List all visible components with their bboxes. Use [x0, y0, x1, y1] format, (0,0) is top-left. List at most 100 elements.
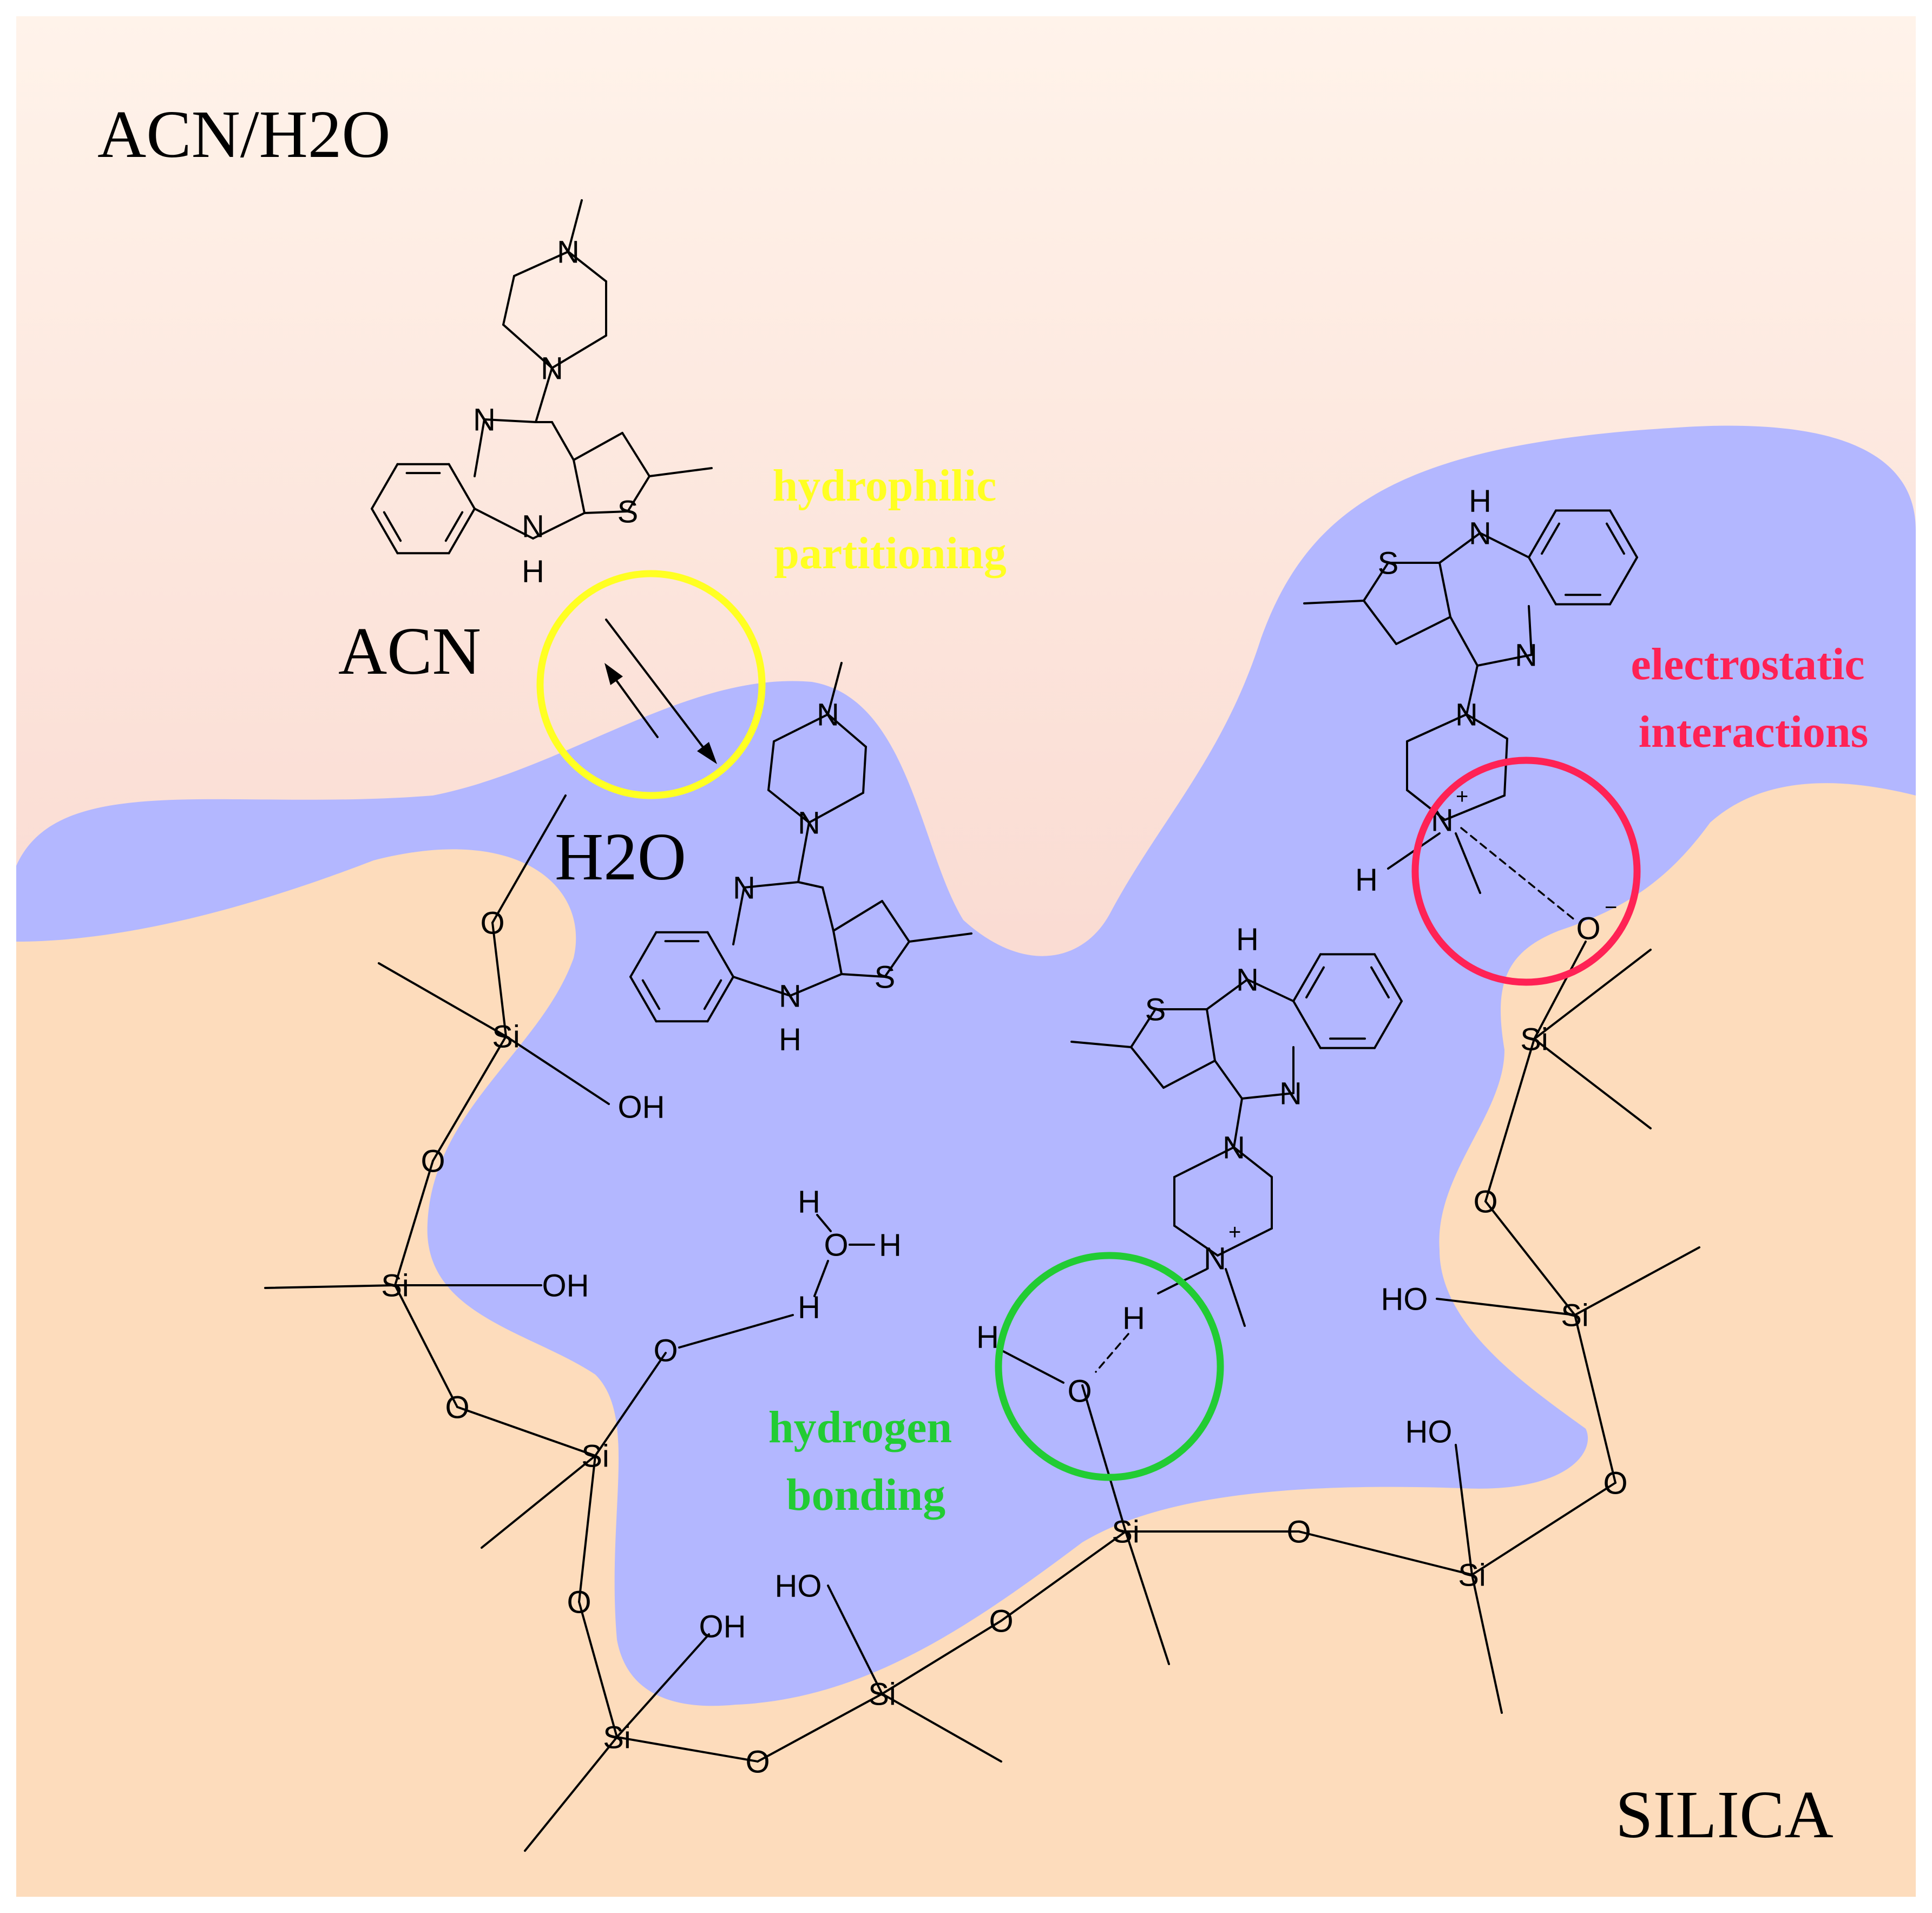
molecule3-n-methyl-bond	[1455, 832, 1481, 894]
molecule4-amine-n: N	[1236, 962, 1259, 997]
molecule2-amine-h: H	[779, 1022, 801, 1057]
silica-silanol-oh: OH	[542, 1268, 589, 1303]
silica-o-si-bond	[1298, 1530, 1473, 1576]
silica-silanol-bond	[1436, 1298, 1576, 1316]
silica-surface-oxygen: O	[1067, 1373, 1092, 1409]
acn-label: ACN	[338, 614, 481, 689]
silica-methyl-bond	[524, 1736, 618, 1852]
molecule4-piperazinium-n: N	[1204, 1241, 1226, 1276]
molecule3-diazepine-ring	[1438, 562, 1451, 618]
molecule1-methyl-bond	[648, 467, 713, 477]
atom-labels: NNHSNNNNHSNNNHNSNN+HNHNSNN+HOHHHOSiOHOSi…	[381, 234, 1627, 1779]
molecule2-diazepine-ring	[789, 973, 843, 997]
silica-bridging-oxygen: O	[989, 1603, 1013, 1639]
molecule2-diazepine-ring	[743, 881, 799, 889]
molecule2-piperazine-n4: N	[817, 697, 839, 732]
water-oh-bond	[816, 1214, 832, 1232]
molecule4-diazepine-ring	[1246, 978, 1294, 1002]
silica-si-o-bond	[616, 1736, 759, 1763]
molecule1-benzene-ring-double	[383, 511, 402, 542]
silica-si-o-bond	[394, 1284, 458, 1408]
molecule4-n-methyl-bond	[1225, 1268, 1246, 1327]
silica-bridging-oxygen: O	[1603, 1465, 1627, 1501]
molecule2-imine-n: N	[733, 870, 755, 905]
silica-silicon-atom: Si	[381, 1268, 409, 1303]
molecule3-benzene-ring	[1528, 556, 1557, 606]
molecule3-benzene-ring	[1528, 509, 1557, 558]
silica-si-o-bond	[881, 1620, 1002, 1695]
molecule2-diazepine-ring	[732, 976, 791, 997]
molecule1-piperazine-ring	[502, 275, 515, 326]
molecule3-piperazine-ring	[1466, 713, 1508, 740]
molecule1-diazepine-ring	[474, 418, 485, 477]
silica-o-si-bond	[394, 1160, 434, 1286]
silica-o-si-bond	[578, 1601, 618, 1738]
molecule4-piperazine-ring	[1173, 1225, 1219, 1257]
silica-silanol-ho: HO	[1405, 1414, 1453, 1449]
molecule2-diazepine-ring	[797, 881, 824, 889]
silica-label: SILICA	[1615, 1778, 1834, 1852]
silica-bridging-oxygen: O	[1286, 1514, 1311, 1549]
molecule3-diazepine-ring	[1528, 605, 1533, 656]
water-oh-bond	[813, 1260, 829, 1297]
silica-si-o-bond	[1471, 1482, 1616, 1576]
molecule1-benzene-ring	[448, 463, 476, 510]
h2o-label: H2O	[555, 820, 686, 895]
molecule2-amine-n: N	[779, 978, 801, 1014]
molecule2-benzene-ring	[706, 931, 734, 978]
water-oxygen: O	[824, 1227, 848, 1263]
molecule3-diazepine-ring	[1449, 616, 1478, 667]
silica-bridging-oxygen: O	[1473, 1184, 1497, 1219]
molecule2-benzene-ring	[706, 976, 734, 1023]
silica-si-o-bond	[432, 1035, 507, 1162]
molecule4-positive-charge: +	[1228, 1220, 1241, 1244]
molecular-bonds	[264, 199, 1700, 1852]
molecule4-benzene-ring-double	[1370, 966, 1390, 999]
silica-silanol-bond	[616, 1633, 710, 1738]
water-hydrogen-bottom: H	[798, 1290, 820, 1325]
hydrophilic-partitioning-label: hydrophilic partitioning	[773, 461, 1008, 578]
hydrophilic-partitioning-circle	[536, 570, 766, 799]
silica-si-o-bond	[1081, 1384, 1127, 1533]
molecule2-benzene-ring	[629, 976, 658, 1023]
molecule4-amine-h: H	[1236, 922, 1259, 957]
silica-silanol-ho: HO	[775, 1568, 822, 1603]
molecule4-piperazine-n1: N	[1223, 1130, 1245, 1165]
silica-silicon-atom: Si	[1458, 1557, 1486, 1593]
silica-bridging-oxygen: O	[445, 1390, 469, 1425]
molecule3-positive-charge: +	[1456, 785, 1468, 808]
silica-siloxide-oxygen: O	[1576, 911, 1600, 946]
molecule4-methyl-bond	[1070, 1041, 1132, 1048]
silica-silicon-atom: Si	[581, 1438, 609, 1474]
silica-si-ob-bond	[1533, 941, 1587, 1040]
silica-surface-bond	[491, 794, 567, 924]
silica-o-si-bond	[1484, 1038, 1535, 1202]
molecule1-benzene-ring-double	[444, 511, 464, 542]
silica-o-si-bond	[1574, 1314, 1616, 1484]
water-hydrogen-right: H	[879, 1227, 902, 1263]
molecule4-piperazine-ring	[1233, 1146, 1273, 1178]
molecule3-piperazine-ring	[1406, 713, 1468, 742]
molecule4-thiophene-s: S	[1145, 992, 1166, 1027]
molecule4-piperazine-ring	[1217, 1227, 1273, 1257]
molecule1-diazepine-ring	[474, 508, 534, 540]
molecule2-diazepine-ring	[832, 930, 843, 975]
silica-si-bonds	[505, 1035, 610, 1105]
molecule1-piperazine-ring	[502, 324, 553, 369]
molecule3-amine-h: H	[1469, 483, 1491, 518]
molecule3-nh-h: H	[1355, 862, 1378, 897]
molecule3-diazepine-ring	[1479, 532, 1530, 558]
molecule4-benzene-ring	[1292, 1000, 1322, 1049]
silica-o-si-bond	[456, 1406, 596, 1457]
silica-methyl-bond	[1574, 1246, 1700, 1316]
silica-silicon-atom: Si	[1561, 1298, 1589, 1333]
dashed-interaction-bonds	[1095, 827, 1576, 1373]
molecule1-thiophene-ring	[621, 432, 650, 477]
molecule2-piperazine-ring	[808, 792, 864, 824]
molecule1-benzene-ring	[371, 463, 399, 510]
molecule1-imine-n: N	[473, 402, 496, 437]
hydrogen-bonding-circle	[995, 1252, 1224, 1481]
molecule4-imine-n: N	[1279, 1076, 1302, 1111]
